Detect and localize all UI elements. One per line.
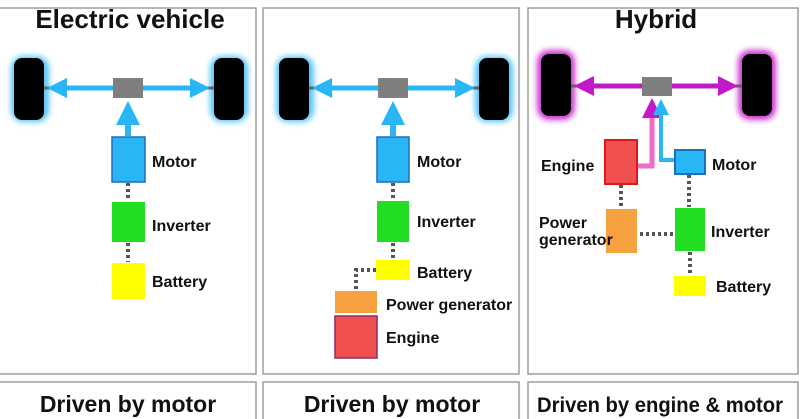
range-extender-drivetrain: Motor Inverter Battery Power generator E…: [276, 56, 513, 359]
hy-engine-label: Engine: [541, 158, 594, 175]
ev-motor-label: Motor: [152, 154, 196, 171]
re-battery-label: Battery: [417, 265, 472, 282]
re-hub: [378, 78, 408, 98]
re-right-wheel: [479, 58, 509, 120]
hy-generator-label-line1: Power: [539, 215, 587, 232]
hy-generator-box: [606, 209, 637, 253]
panel-title-ev: Electric vehicle: [35, 4, 224, 34]
ev-battery-label: Battery: [152, 274, 207, 291]
hybrid-drivetrain: Engine Motor Power generator Inverter Ba…: [537, 50, 776, 296]
caption-range-extender: Driven by motor: [304, 391, 480, 417]
ev-motor-box: [111, 136, 146, 183]
ev-battery-box: [112, 263, 145, 299]
caption-ev-frame: [0, 381, 257, 419]
ev-hub: [113, 78, 143, 98]
ev-inverter-label: Inverter: [152, 218, 211, 235]
hy-battery-label: Battery: [716, 279, 771, 296]
panel-range-extender-frame: [262, 7, 520, 375]
hy-engine-box: [604, 139, 638, 185]
hy-right-wheel: [742, 54, 772, 116]
ev-left-wheel: [14, 58, 44, 120]
re-engine-label: Engine: [386, 330, 439, 347]
ev-right-wheel: [214, 58, 244, 120]
caption-range-extender-frame: [262, 381, 520, 419]
re-battery-box: [376, 260, 410, 280]
caption-ev: Driven by motor: [40, 391, 216, 417]
re-link-battery-generator: [354, 268, 376, 290]
re-generator-label: Power generator: [386, 297, 512, 314]
caption-hybrid: Driven by engine & motor: [537, 394, 783, 417]
hy-arrow-engine: [638, 98, 662, 169]
panel-title-hybrid: Hybrid: [615, 4, 697, 34]
re-generator-box: [335, 291, 377, 313]
hy-inverter-box: [675, 208, 705, 251]
re-inverter-label: Inverter: [417, 214, 476, 231]
re-motor-label: Motor: [417, 154, 461, 171]
hy-motor-box: [674, 149, 706, 175]
ev-inverter-box: [112, 202, 145, 242]
panel-hybrid-frame: [527, 7, 799, 375]
re-engine-box: [334, 315, 378, 359]
ev-drivetrain: Motor Inverter Battery: [11, 56, 248, 299]
hy-hub: [642, 77, 672, 96]
re-motor-box: [376, 136, 410, 183]
hy-inverter-label: Inverter: [711, 224, 770, 241]
hy-left-wheel: [541, 54, 571, 116]
caption-hybrid-frame: [527, 381, 799, 419]
re-left-wheel: [279, 58, 309, 120]
hy-arrow-motor: [653, 99, 674, 162]
panel-ev-frame: [0, 7, 257, 375]
hy-generator-label-line2: generator: [539, 232, 613, 249]
hy-battery-box: [674, 276, 706, 296]
hy-motor-label: Motor: [712, 157, 756, 174]
re-inverter-box: [377, 201, 409, 242]
